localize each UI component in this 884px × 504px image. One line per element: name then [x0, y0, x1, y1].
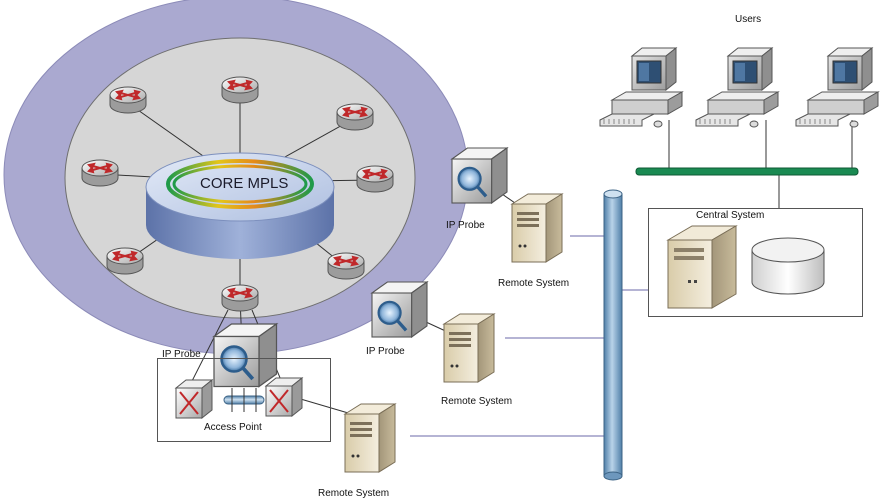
access-tube [223, 388, 265, 412]
remote-system-label: Remote System [318, 488, 390, 499]
access-point-label: Access Point [204, 422, 262, 433]
router-icon [106, 247, 144, 275]
ip-probe-label: IP Probe [366, 346, 405, 357]
ip-probe-icon [212, 322, 279, 388]
user-links [668, 120, 853, 208]
remote-system-servers [343, 193, 564, 473]
keyboard-icon [795, 113, 851, 127]
server-icon [343, 403, 397, 473]
core-mpls-cylinder [145, 152, 335, 259]
switch-icon [264, 376, 304, 418]
workstation-icon [599, 46, 684, 128]
remote-system-label: Remote System [498, 278, 570, 289]
router-icon [221, 76, 259, 104]
mouse-icon [653, 120, 663, 128]
keyboard-icon [599, 113, 655, 127]
core-routers [81, 76, 394, 420]
mouse-icon [849, 120, 859, 128]
user-bus [635, 167, 859, 176]
central-system-tower [666, 225, 738, 309]
backbone-pipe [603, 189, 623, 481]
users-label: Users [735, 14, 762, 25]
backbone-links [410, 235, 648, 437]
workstation-icon [695, 46, 780, 128]
ip-probe-label: IP Probe [446, 220, 485, 231]
database-disk-icon [751, 237, 825, 295]
user-workstations [599, 46, 880, 128]
core-mpls-label: CORE MPLS [200, 175, 289, 192]
keyboard-icon [695, 113, 751, 127]
central-system-label: Central System [696, 210, 765, 221]
router-icon [221, 284, 259, 312]
ip-probe-label: IP Probe [162, 349, 201, 360]
mouse-icon [749, 120, 759, 128]
ip-probes [212, 146, 509, 388]
ip-probe-icon [370, 280, 429, 339]
ip-probe-icon [450, 146, 509, 205]
router-icon [109, 86, 147, 114]
remote-system-label: Remote System [441, 396, 513, 407]
server-icon [510, 193, 564, 263]
access-point-frame [157, 358, 331, 442]
router-icon [336, 103, 374, 131]
workstation-icon [795, 46, 880, 128]
server-icon [442, 313, 496, 383]
router-icon [81, 159, 119, 187]
central-system-frame [648, 208, 863, 317]
switch-icon [174, 378, 214, 420]
router-icon [356, 165, 394, 193]
router-icon [327, 252, 365, 280]
